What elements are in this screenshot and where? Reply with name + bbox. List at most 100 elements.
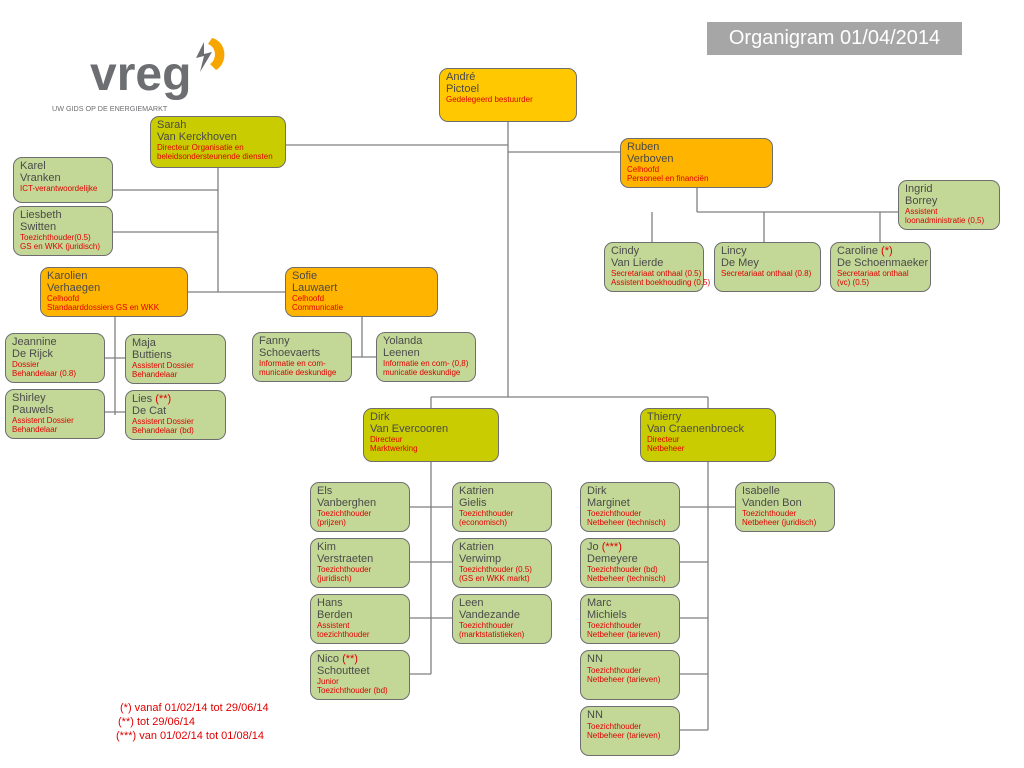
- last-name: Verstraeten: [317, 552, 374, 565]
- role: Secretariaat onthaal (0.8): [721, 269, 812, 278]
- first-name: Kim: [317, 541, 336, 553]
- org-box-lincy[interactable]: Lincy De Mey Secretariaat onthaal (0.8): [714, 242, 821, 292]
- role: Celhoofd: [627, 165, 660, 174]
- vreg-logo: vreg UW GIDS OP DE ENERGIEMARKT: [50, 32, 240, 118]
- org-box-fanny[interactable]: Fanny Schoevaerts Informatie en com- mun…: [252, 332, 352, 382]
- last-name: De Cat: [132, 404, 167, 417]
- first-name: Els: [317, 485, 333, 497]
- footnote-marker: (***): [601, 541, 622, 553]
- first-name: Karolien: [47, 270, 88, 282]
- footnote-3: (***) van 01/02/14 tot 01/08/14: [116, 730, 264, 742]
- first-name: Karel: [20, 160, 46, 172]
- role: Directeur Organisatie en: [157, 143, 244, 152]
- first-name: Marc: [587, 597, 612, 609]
- role: Marktwerking: [370, 444, 418, 453]
- role: Toezichthouder: [317, 565, 372, 574]
- last-name: De Rijck: [12, 347, 53, 360]
- org-box-thierry[interactable]: Thierry Van Craenenbroeck Directeur Netb…: [640, 408, 776, 462]
- org-box-isabelle[interactable]: Isabelle Vanden Bon Toezichthouder Netbe…: [735, 482, 835, 532]
- role: Secretariaat onthaal: [837, 269, 909, 278]
- last-name: Marginet: [587, 496, 630, 509]
- role: Secretariaat onthaal (0.5): [611, 269, 702, 278]
- role: Toezichthouder (bd): [317, 686, 388, 695]
- role: (marktstatistieken): [459, 630, 525, 639]
- page-title: Organigram 01/04/2014: [707, 22, 962, 55]
- role: Toezichthouder: [742, 509, 797, 518]
- org-box-dirk-van-evercooren[interactable]: Dirk Van Evercooren Directeur Marktwerki…: [363, 408, 499, 462]
- last-name: Pictoel: [446, 82, 480, 95]
- last-name: Van Craenenbroeck: [647, 422, 745, 435]
- org-box-marc[interactable]: Marc Michiels Toezichthouder Netbeheer (…: [580, 594, 680, 644]
- org-box-nn-1[interactable]: NN Toezichthouder Netbeheer (tarieven): [580, 650, 680, 700]
- role: Toezichthouder: [587, 665, 642, 675]
- role: Netbeheer (tarieven): [587, 730, 661, 740]
- org-box-dirk-marginet[interactable]: Dirk Marginet Toezichthouder Netbeheer (…: [580, 482, 680, 532]
- org-box-lies[interactable]: Lies (**) De Cat Assistent Dossier Behan…: [125, 390, 226, 440]
- first-name-text: Jo: [587, 541, 599, 553]
- first-name: Isabelle: [742, 485, 780, 497]
- role: Toezichthouder: [459, 509, 514, 518]
- org-box-katrien-gielis[interactable]: Katrien Gielis Toezichthouder (economisc…: [452, 482, 552, 532]
- role: Assistent Dossier: [12, 416, 74, 425]
- role: Toezichthouder: [459, 621, 514, 630]
- last-name: Leenen: [383, 346, 420, 359]
- last-name: De Schoenmaeker: [837, 256, 929, 269]
- org-box-karolien[interactable]: Karolien Verhaegen Celhoofd Standaarddos…: [40, 267, 188, 317]
- org-box-sarah[interactable]: Sarah Van Kerckhoven Directeur Organisat…: [150, 116, 286, 168]
- first-name: Hans: [317, 597, 343, 609]
- org-box-liesbeth[interactable]: Liesbeth Switten Toezichthouder(0.5) GS …: [13, 206, 113, 256]
- org-box-shirley[interactable]: Shirley Pauwels Assistent Dossier Behand…: [5, 389, 105, 439]
- role: Netbeheer (technisch): [587, 518, 666, 527]
- role: beleidsondersteunende diensten: [157, 152, 273, 161]
- first-name: Lies (**): [132, 393, 219, 406]
- first-name: André: [446, 71, 476, 83]
- first-name: Dirk: [370, 411, 390, 423]
- org-box-yolanda[interactable]: Yolanda Leenen Informatie en com- (0,8) …: [376, 332, 476, 382]
- org-box-karel[interactable]: Karel Vranken ICT-verantwoordelijke: [13, 157, 113, 203]
- role: Celhoofd: [47, 294, 80, 303]
- first-name: Liesbeth: [20, 209, 62, 221]
- role: Directeur: [370, 435, 403, 444]
- role: municatie deskundige: [259, 368, 337, 377]
- role: Communicatie: [292, 303, 344, 312]
- org-box-maja[interactable]: Maja Buttiens Assistent Dossier Behandel…: [125, 334, 226, 384]
- role: ICT-verantwoordelijke: [20, 184, 98, 193]
- first-name: Dirk: [587, 485, 607, 497]
- org-box-katrien-verwimp[interactable]: Katrien Verwimp Toezichthouder (0.5) (GS…: [452, 538, 552, 588]
- logo-tagline: UW GIDS OP DE ENERGIEMARKT: [52, 104, 168, 113]
- org-box-ruben[interactable]: Ruben Verboven Celhoofd Personeel en fin…: [620, 138, 773, 188]
- role: Toezichthouder (bd): [587, 565, 658, 574]
- first-name-text: Caroline: [837, 245, 878, 257]
- last-name: Vandezande: [459, 608, 520, 621]
- last-name: Demeyere: [587, 552, 638, 565]
- first-name: Katrien: [459, 485, 494, 497]
- role: Toezichthouder: [587, 721, 642, 731]
- first-name: Yolanda: [383, 335, 423, 347]
- role: Assistent boekhouding (0.5): [611, 278, 711, 287]
- org-box-leen[interactable]: Leen Vandezande Toezichthouder (marktsta…: [452, 594, 552, 644]
- first-name: NN: [587, 653, 603, 665]
- org-box-nico[interactable]: Nico (**) Schoutteet Junior Toezichthoud…: [310, 650, 410, 700]
- org-box-ingrid[interactable]: Ingrid Borrey Assistent loonadministrati…: [898, 180, 1000, 230]
- role: Behandelaar: [132, 370, 178, 379]
- first-name: Sarah: [157, 119, 187, 131]
- org-box-andre[interactable]: André Pictoel Gedelegeerd bestuurder: [439, 68, 577, 122]
- first-name: NN: [587, 709, 603, 721]
- org-box-hans[interactable]: Hans Berden Assistent toezichthouder: [310, 594, 410, 644]
- first-name: Nico (**): [317, 653, 403, 666]
- first-name: Jo (***): [587, 541, 673, 554]
- role: toezichthouder: [317, 630, 370, 639]
- org-box-caroline[interactable]: Caroline (*) De Schoenmaeker Secretariaa…: [830, 242, 931, 292]
- role: (prijzen): [317, 518, 346, 527]
- org-box-jeannine[interactable]: Jeannine De Rijck Dossier Behandelaar (0…: [5, 333, 105, 383]
- role: Behandelaar (bd): [132, 426, 194, 435]
- last-name: Switten: [20, 220, 57, 233]
- org-box-els[interactable]: Els Vanberghen Toezichthouder (prijzen): [310, 482, 410, 532]
- first-name: Thierry: [647, 411, 682, 423]
- org-box-cindy[interactable]: Cindy Van Lierde Secretariaat onthaal (0…: [604, 242, 711, 292]
- org-box-nn-2[interactable]: NN Toezichthouder Netbeheer (tarieven): [580, 706, 680, 756]
- role: Toezichthouder: [317, 509, 372, 518]
- org-box-jo[interactable]: Jo (***) Demeyere Toezichthouder (bd) Ne…: [580, 538, 680, 588]
- org-box-sofie[interactable]: Sofie Lauwaert Celhoofd Communicatie: [285, 267, 438, 317]
- org-box-kim[interactable]: Kim Verstraeten Toezichthouder (juridisc…: [310, 538, 410, 588]
